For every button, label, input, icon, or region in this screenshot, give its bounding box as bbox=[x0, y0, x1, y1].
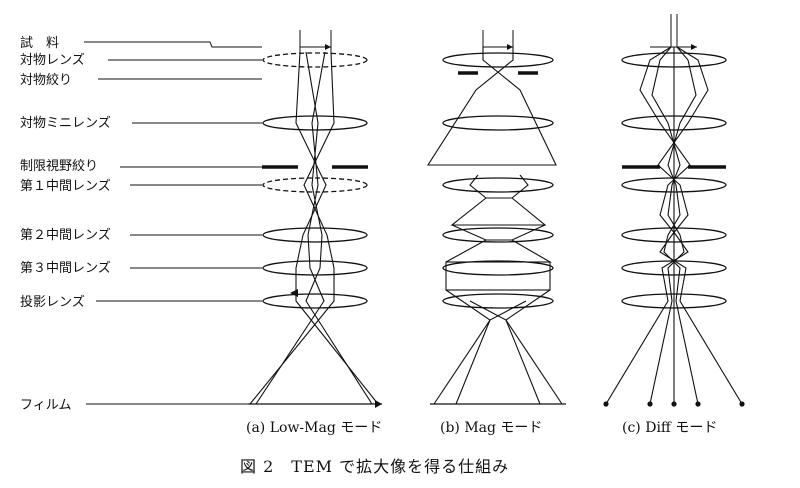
mode-label-a: (a) Low-Mag モード bbox=[246, 420, 382, 436]
spot-c4 bbox=[695, 401, 701, 407]
mode-label-b: (b) Mag モード bbox=[440, 420, 542, 436]
spot-c3 bbox=[671, 401, 677, 407]
spot-c1 bbox=[603, 401, 609, 407]
ray-a1 bbox=[295, 51, 379, 405]
objective-mini-lens-a bbox=[262, 115, 368, 131]
specimen-arrow-a bbox=[325, 44, 331, 50]
mode-label-c: (c) Diff モード bbox=[622, 420, 717, 436]
label-objective-lens: 対物レンズ bbox=[20, 52, 85, 68]
ray-b-box bbox=[445, 261, 551, 291]
ray-a4 bbox=[255, 51, 326, 405]
column-mag: (b) Mag モード bbox=[426, 30, 566, 436]
ray-b-out3 bbox=[469, 300, 541, 405]
objective-lens-a bbox=[262, 52, 368, 68]
figure-caption: 図 2 TEM で拡大像を得る仕組み bbox=[240, 457, 509, 476]
label-intermediate2: 第２中間レンズ bbox=[20, 227, 111, 243]
ray-b-mid2 bbox=[450, 197, 547, 226]
ray-b-out4 bbox=[455, 300, 527, 405]
label-projector: 投影レンズ bbox=[20, 294, 85, 310]
projector-lens-a bbox=[262, 293, 368, 309]
ray-b-mid4 bbox=[445, 239, 553, 263]
column-diff: (c) Diff モード bbox=[603, 14, 745, 436]
spot-c5 bbox=[739, 401, 745, 407]
leader-specimen bbox=[84, 41, 262, 48]
spot-c2 bbox=[647, 401, 653, 407]
objective-mini-lens-b bbox=[442, 115, 554, 131]
label-intermediate3: 第３中間レンズ bbox=[20, 260, 111, 276]
intermediate1-lens-a bbox=[262, 177, 368, 193]
ray-c4 bbox=[663, 46, 699, 405]
label-sa-aperture: 制限視野絞り bbox=[20, 159, 98, 174]
projector-lens-b bbox=[442, 293, 554, 309]
label-objective-aperture: 対物絞り bbox=[20, 73, 72, 88]
label-film: フィルム bbox=[20, 398, 71, 413]
ray-b-mid3 bbox=[451, 224, 546, 241]
intermediate1-lens-b bbox=[442, 177, 554, 193]
label-intermediate1: 第１中間レンズ bbox=[20, 178, 111, 194]
ray-c2 bbox=[657, 46, 743, 405]
intermediate2-lens-a bbox=[262, 227, 368, 243]
specimen-arrow-c bbox=[691, 44, 697, 50]
intermediate2-lens-b bbox=[442, 227, 554, 243]
ray-a3 bbox=[305, 51, 373, 405]
intermediate3-lens-b bbox=[442, 260, 554, 276]
objective-lens-b bbox=[442, 52, 554, 68]
intermediate3-lens-a bbox=[262, 260, 368, 276]
label-group: 試 料 対物レンズ 対物絞り 対物ミニレンズ 制限視野絞り 第１中間レンズ 第２… bbox=[20, 35, 262, 413]
image-arrow-a bbox=[375, 400, 382, 408]
inter-image-arrow-a bbox=[290, 289, 298, 297]
label-specimen: 試 料 bbox=[20, 35, 59, 51]
ray-c3 bbox=[649, 46, 685, 405]
column-low-mag: (a) Low-Mag モード bbox=[246, 30, 382, 436]
specimen-arrow-b bbox=[507, 44, 513, 50]
ray-b-mid1 bbox=[469, 174, 529, 199]
ray-a2 bbox=[249, 51, 335, 405]
ray-c1 bbox=[605, 46, 691, 405]
label-objective-mini-lens: 対物ミニレンズ bbox=[20, 115, 111, 131]
